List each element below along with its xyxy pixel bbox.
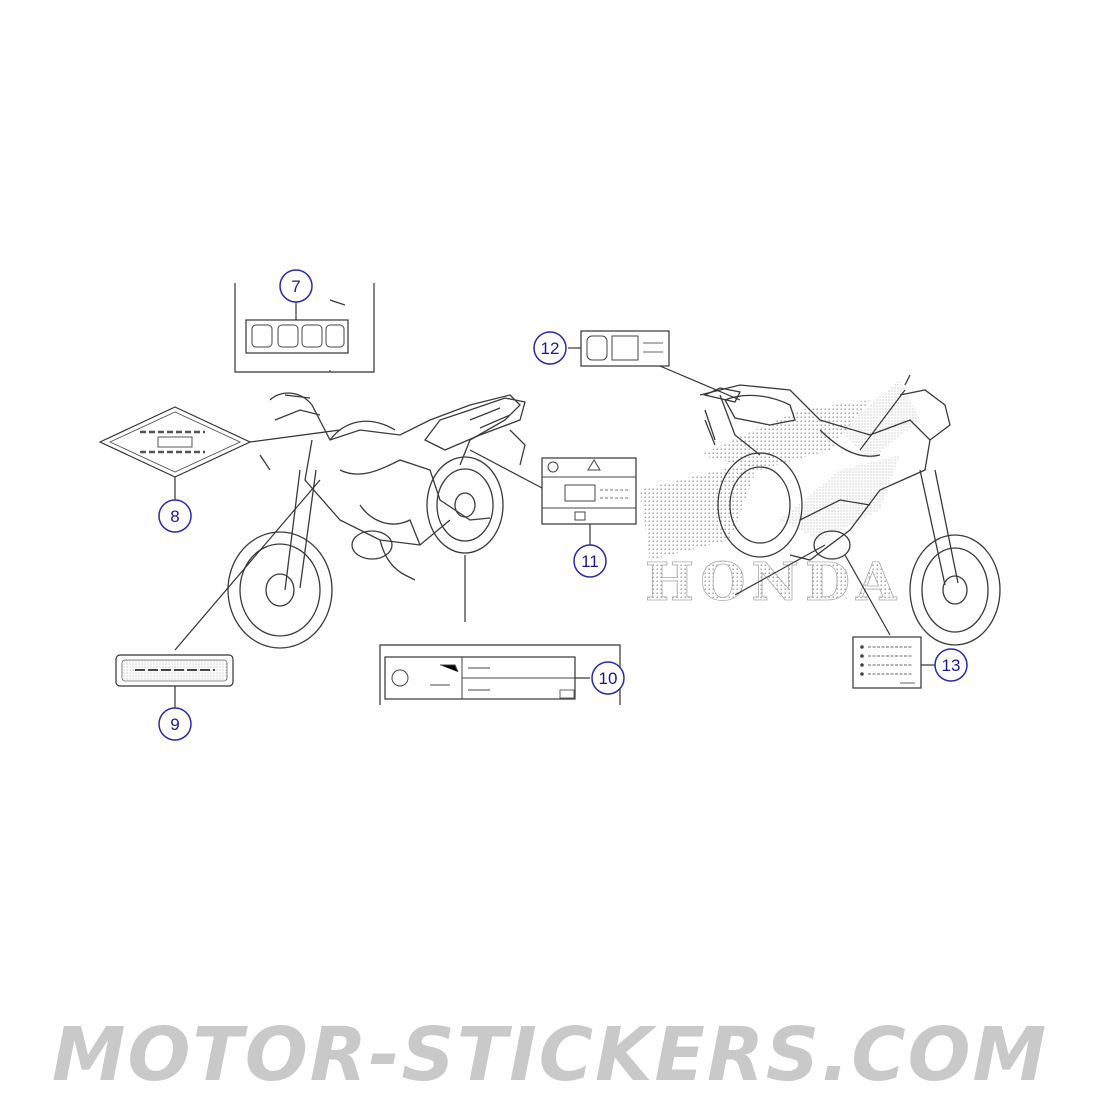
callout-12-circle <box>533 331 567 365</box>
callout-12-number: 12 <box>541 339 560 358</box>
left-motorcycle-drawing <box>227 299 526 649</box>
callout-10-circle <box>591 661 625 695</box>
sticker-7-icon-can <box>325 324 345 348</box>
callout-11-number: 11 <box>581 552 599 571</box>
callout-13-number: 13 <box>942 656 961 675</box>
callout-8-circle <box>158 499 192 533</box>
callout-7-circle <box>279 269 313 303</box>
callout-group-9: 9 <box>115 479 321 741</box>
callout-group-8: 8 <box>98 406 341 533</box>
callout-group-13: 13 <box>734 389 968 689</box>
callout-10-number: 10 <box>599 669 618 688</box>
right-motorcycle-drawing <box>699 374 1001 646</box>
callout-11-circle <box>573 544 607 578</box>
honda-wing-logo-stipple: HONDA <box>640 380 920 613</box>
callout-7-bracket <box>234 283 375 373</box>
callout-9-number: 9 <box>170 715 179 734</box>
sticker-7-icon-fuel <box>277 324 299 348</box>
callout-13-circle <box>934 648 968 682</box>
callout-group-7: 7 <box>234 269 375 373</box>
callout-9-circle <box>158 707 192 741</box>
sticker-12-icon-manual <box>586 335 608 361</box>
callout-group-10: 10 <box>379 555 625 705</box>
callout-7-number: 7 <box>291 277 300 296</box>
callout-group-11: 11 <box>469 449 637 578</box>
sticker-7-icon-manual <box>251 324 273 348</box>
honda-logo-text: HONDA <box>645 552 902 613</box>
callout-group-12: 12 <box>533 330 741 401</box>
watermark: MOTOR-STICKERS.COM <box>52 1012 1048 1098</box>
sticker-13-label <box>852 636 922 689</box>
sticker-8-diamond-emblem <box>98 406 252 478</box>
watermark-text: MOTOR-STICKERS.COM <box>52 1012 1048 1098</box>
sticker-7-icon-pump <box>301 324 323 348</box>
sticker-12-icon-box <box>611 335 639 361</box>
callout-8-number: 8 <box>170 507 179 526</box>
